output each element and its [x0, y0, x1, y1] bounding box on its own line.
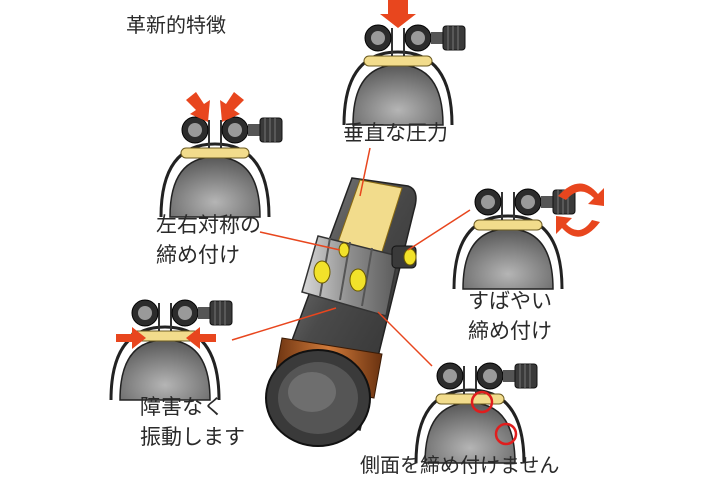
label-vertical-pressure: 垂直な圧力 — [343, 121, 448, 145]
arrow-right-icon — [116, 327, 146, 349]
clamp-quick — [452, 183, 604, 291]
clamp-no-obstruction — [109, 298, 234, 402]
arrow-down-icon — [380, 0, 416, 28]
arrow-diagonal-left-icon — [186, 92, 210, 122]
label-no-obstruction: 障害なく 振動します — [140, 395, 245, 449]
rotate-arrow-top-icon — [558, 183, 604, 206]
leader-lines — [231, 147, 471, 367]
clamp-symmetric — [159, 92, 284, 219]
mouthpiece-illustration — [265, 177, 417, 447]
arrow-diagonal-right-icon — [220, 92, 244, 122]
side-mark-circle-lower — [494, 422, 518, 446]
clamp-vertical-pressure — [342, 0, 467, 127]
arrow-left-icon — [186, 327, 216, 349]
label-quick-fastening: すばやい 締め付け — [468, 289, 552, 343]
rotate-arrow-bottom-icon — [556, 216, 600, 237]
label-no-side-fastening: 側面を締め付けません — [360, 453, 560, 477]
side-mark-circle-upper — [470, 390, 494, 414]
diagram-title: 革新的特徴 — [126, 13, 226, 37]
label-symmetric-fastening: 左右対称の 締め付け — [156, 213, 261, 267]
clamp-no-side — [414, 361, 539, 465]
